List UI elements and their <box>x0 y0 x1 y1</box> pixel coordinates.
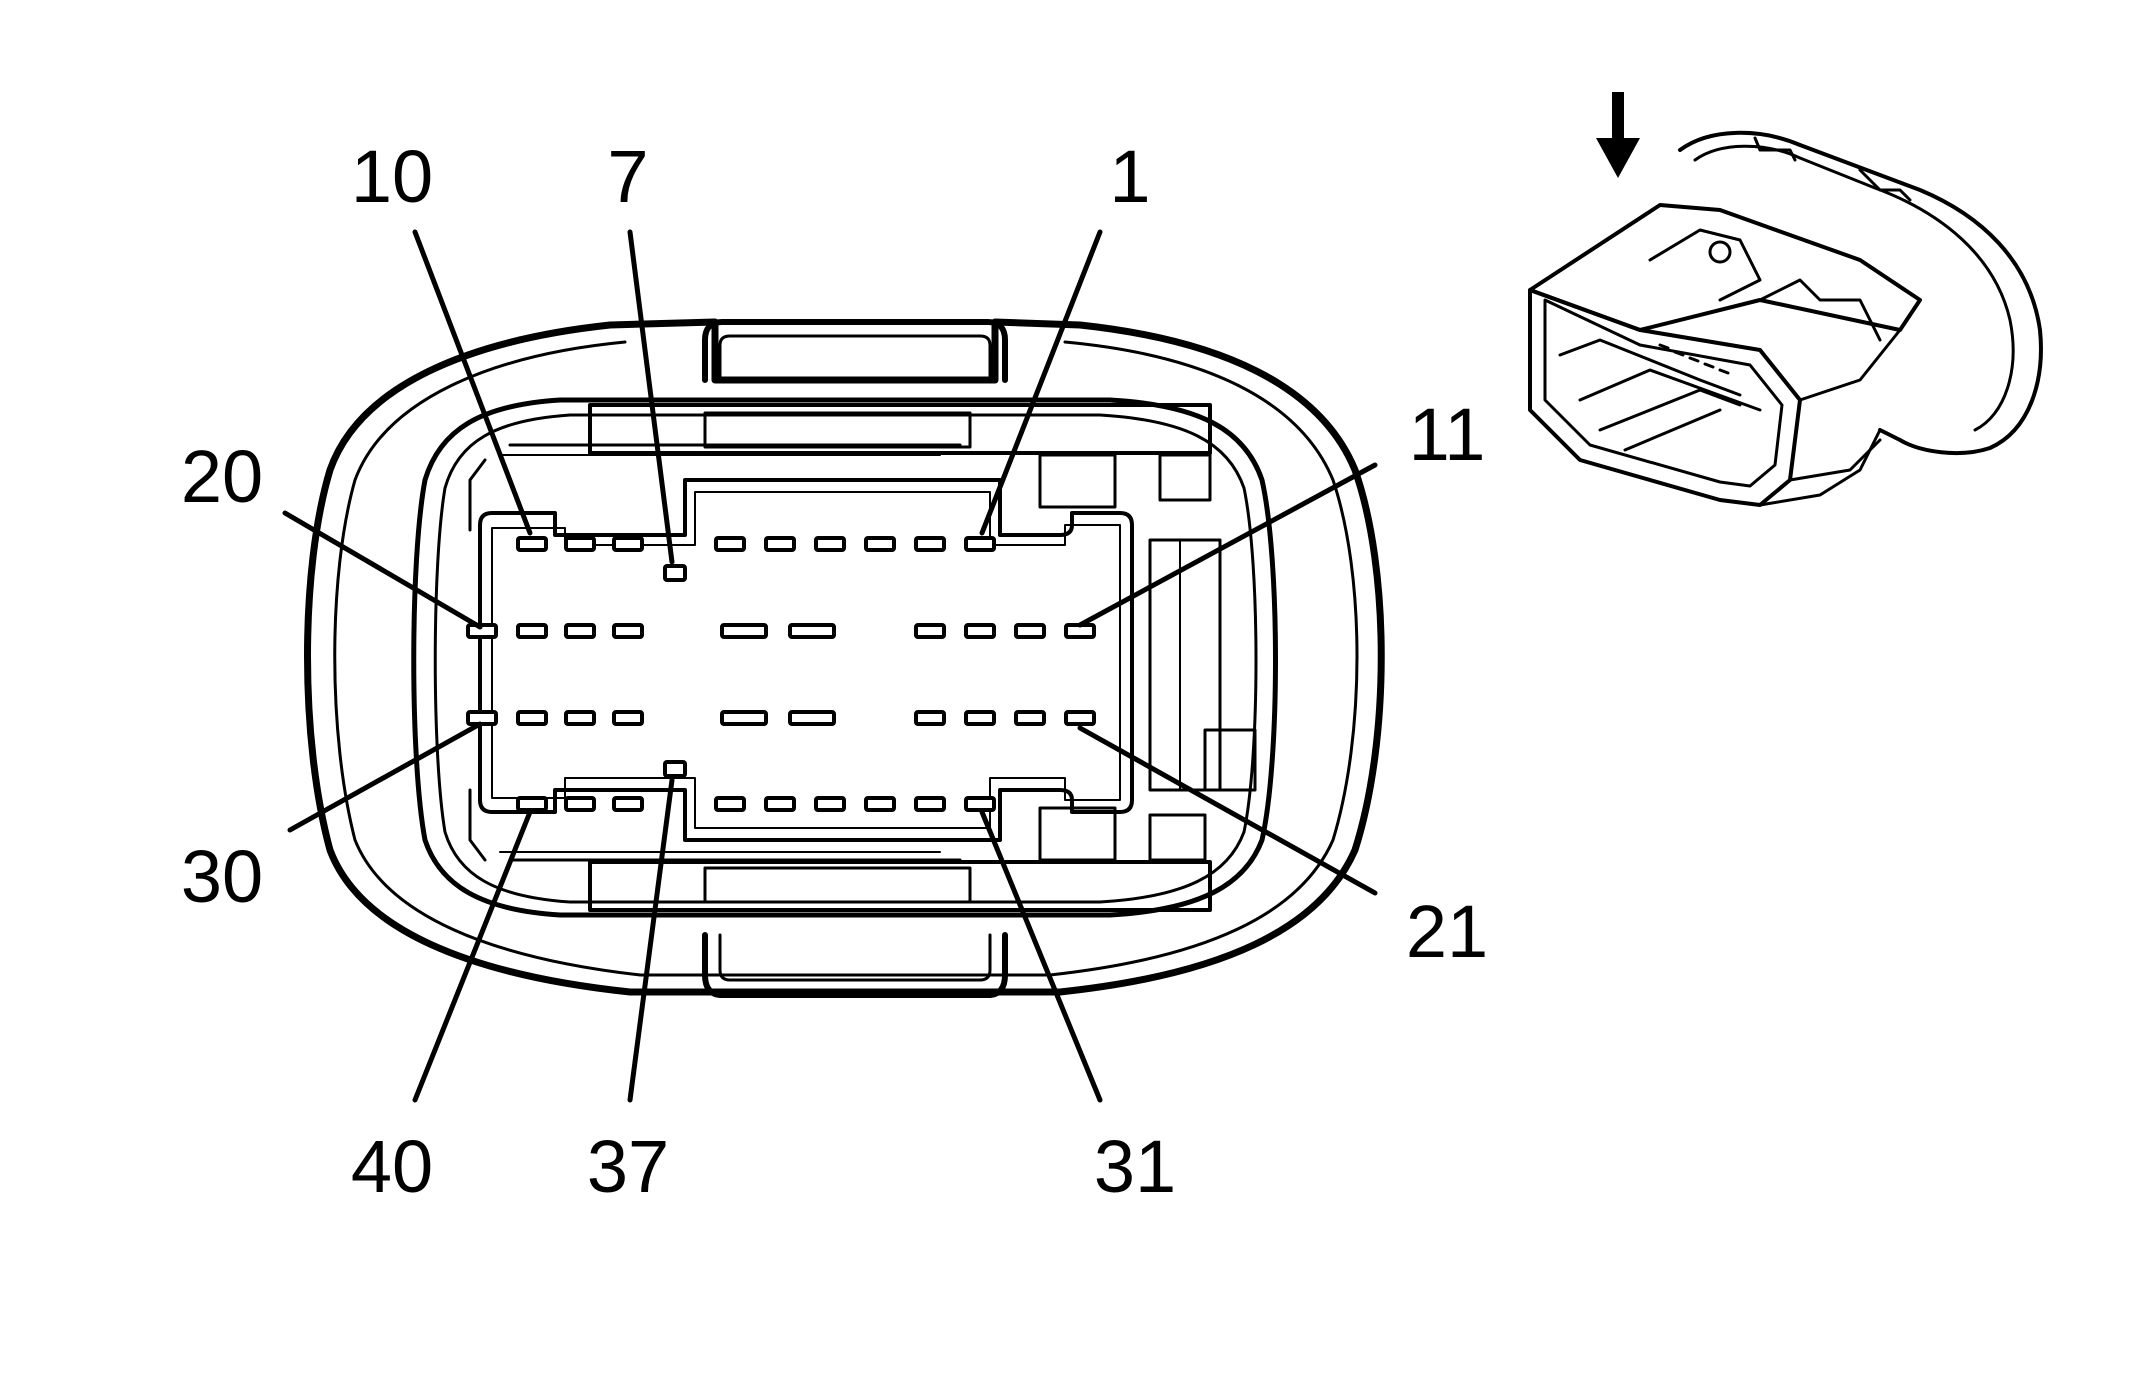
inner-housing-edge <box>433 413 1258 904</box>
iso-body-top <box>1528 203 1922 332</box>
bottom-latch <box>702 932 1008 998</box>
pin-label-31: 31 <box>1094 1125 1176 1208</box>
pin-label-1: 1 <box>1109 135 1150 218</box>
pin-cavity <box>612 796 644 812</box>
pin-cavity <box>788 623 836 639</box>
connector-face <box>304 318 1385 998</box>
pin-cavity <box>764 796 796 812</box>
pin-cavity <box>914 623 946 639</box>
pin-cavity <box>516 796 548 812</box>
outer-shell <box>304 318 1385 996</box>
pin-cavity <box>714 796 746 812</box>
pin-cavity <box>788 710 836 726</box>
pin-cavity <box>564 623 596 639</box>
pin-cavity <box>964 536 996 552</box>
outer-shell-inner-edge <box>333 340 1359 977</box>
pin-cavity <box>564 536 596 552</box>
pin-cavity <box>1014 710 1046 726</box>
bottom-retainer <box>588 860 1212 912</box>
leader-line-1 <box>979 229 1103 536</box>
pin-cavity <box>1064 710 1096 726</box>
pin-label-30: 30 <box>181 835 263 918</box>
pin-cavity <box>564 796 596 812</box>
pin-cavity <box>663 760 687 778</box>
pin-label-37: 37 <box>587 1125 669 1208</box>
pin-label-7: 7 <box>607 135 648 218</box>
pin-cavity <box>612 536 644 552</box>
down-arrow-icon <box>1596 92 1640 178</box>
pin-cavity <box>516 623 548 639</box>
leader-line-30 <box>287 721 483 833</box>
pin-cavity <box>914 710 946 726</box>
pin-cavity <box>516 710 548 726</box>
pin-cavity <box>914 796 946 812</box>
pin-label-11: 11 <box>1409 393 1486 476</box>
iso-flange <box>1678 130 2043 455</box>
pin-cavity <box>1014 623 1046 639</box>
pin-cavity <box>466 623 498 639</box>
pin-cavity <box>864 796 896 812</box>
iso-front-frame <box>1528 288 1802 507</box>
leader-line-7 <box>627 229 675 565</box>
pin-cavity <box>663 564 687 582</box>
leader-line-37 <box>627 777 675 1103</box>
pin-cavity <box>914 536 946 552</box>
pin-field <box>478 478 1134 842</box>
pin-cavity <box>964 796 996 812</box>
pin-cavity <box>964 710 996 726</box>
pin-cavity <box>814 796 846 812</box>
pin-cavity <box>564 710 596 726</box>
pin-cavity <box>516 536 548 552</box>
pin-cavity <box>864 536 896 552</box>
leader-line-40 <box>412 809 533 1103</box>
pin-label-21: 21 <box>1406 890 1488 973</box>
pin-cavity <box>720 710 768 726</box>
pin-cavity <box>814 536 846 552</box>
leader-line-31 <box>979 809 1103 1103</box>
pin-cavity <box>720 623 768 639</box>
leader-line-10 <box>412 229 533 536</box>
pin-cavity <box>612 710 644 726</box>
pin-cavity <box>612 623 644 639</box>
pin-labels: 10 7 1 20 11 30 21 40 37 31 <box>181 135 1488 1208</box>
top-retainer <box>588 403 1212 455</box>
pin-cavity <box>714 536 746 552</box>
connector-isometric-view <box>1528 130 2043 507</box>
bottom-latch-inner <box>718 933 992 982</box>
top-retainer-slot <box>703 411 972 449</box>
bottom-retainer-slot <box>703 866 972 904</box>
pin-label-20: 20 <box>181 435 263 518</box>
leader-line-20 <box>282 510 483 630</box>
leader-line-11 <box>1077 462 1378 628</box>
pin-cavity <box>964 623 996 639</box>
top-latch-inner <box>718 334 992 382</box>
top-latch <box>702 319 1008 383</box>
pin-label-40: 40 <box>351 1125 433 1208</box>
inner-housing <box>411 397 1278 918</box>
leader-line-21 <box>1077 725 1378 896</box>
pin-cavities <box>466 536 1096 812</box>
leader-lines <box>282 229 1378 1103</box>
pin-cavity <box>466 710 498 726</box>
pin-cavity <box>764 536 796 552</box>
pin-label-10: 10 <box>351 135 433 218</box>
